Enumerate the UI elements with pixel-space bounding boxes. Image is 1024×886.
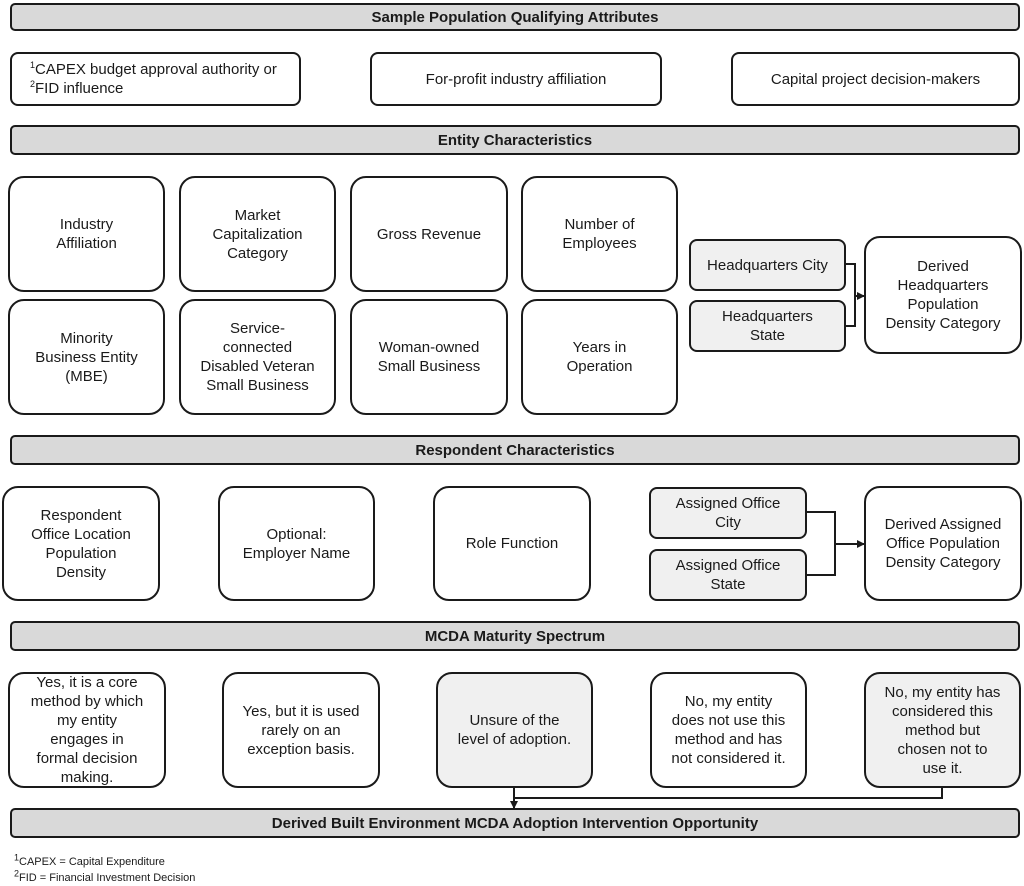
mbe-label: Minority Business Entity (MBE) bbox=[35, 329, 138, 385]
gross-revenue-label: Gross Revenue bbox=[376, 225, 482, 243]
hq-state-label: Headquarters State bbox=[722, 308, 813, 344]
maturity-unsure-label: Unsure of the level of adoption. bbox=[457, 712, 572, 748]
maturity-core-label: Yes, it is a core method by which my ent… bbox=[30, 674, 144, 786]
office-city-label: Assigned Office City bbox=[675, 495, 781, 531]
section-qualifying-attributes: Sample Population Qualifying Attributes bbox=[10, 3, 1020, 31]
employer-name-label: Optional: Employer Name bbox=[242, 525, 351, 562]
years-operation-box: Years in Operation bbox=[521, 299, 678, 415]
employer-name-box: Optional: Employer Name bbox=[218, 486, 375, 601]
section-derived-outcome: Derived Built Environment MCDA Adoption … bbox=[10, 808, 1020, 838]
gross-revenue-box: Gross Revenue bbox=[350, 176, 508, 292]
hq-state-connector bbox=[846, 296, 856, 327]
hq-city-connector bbox=[846, 263, 856, 296]
maturity-chosen-not-box: No, my entity has considered this method… bbox=[864, 672, 1021, 788]
market-cap-label: Market Capitalization Category bbox=[212, 206, 303, 262]
fid-line: FID influence bbox=[35, 80, 124, 97]
employees-box: Number of Employees bbox=[521, 176, 678, 292]
maturity-core-box: Yes, it is a core method by which my ent… bbox=[8, 672, 166, 788]
hq-density-box: Derived Headquarters Population Density … bbox=[864, 236, 1022, 354]
sdvosb-label: Service- connected Disabled Veteran Smal… bbox=[200, 320, 315, 394]
office-city-connector bbox=[807, 511, 836, 544]
hq-city-box: Headquarters City bbox=[689, 239, 846, 291]
footnote-2-text: FID = Financial Investment Decision bbox=[19, 872, 196, 884]
role-function-box: Role Function bbox=[433, 486, 591, 601]
footnote-marker-1: 1 bbox=[30, 60, 36, 70]
industry-affiliation-label: Industry Affiliation bbox=[56, 216, 117, 252]
hq-density-label: Derived Headquarters Population Density … bbox=[885, 258, 1001, 332]
hq-city-label: Headquarters City bbox=[707, 256, 828, 274]
maturity-unsure-box: Unsure of the level of adoption. bbox=[436, 672, 593, 788]
maturity-not-considered-label: No, my entity does not use this method a… bbox=[671, 693, 786, 767]
woman-owned-box: Woman-owned Small Business bbox=[350, 299, 508, 415]
hq-state-box: Headquarters State bbox=[689, 300, 846, 352]
footnote-fid: 2FID = Financial Investment Decision bbox=[14, 869, 196, 884]
decision-makers-label: Capital project decision-makers bbox=[770, 70, 981, 88]
footnote-capex: 1CAPEX = Capital Expenditure bbox=[14, 853, 165, 868]
section-entity-characteristics: Entity Characteristics bbox=[10, 125, 1020, 155]
footnote-1-text: CAPEX = Capital Expenditure bbox=[19, 856, 165, 868]
footnote-2-marker: 2 bbox=[14, 868, 20, 879]
section-mcda-maturity: MCDA Maturity Spectrum bbox=[10, 621, 1020, 651]
office-city-box: Assigned Office City bbox=[649, 487, 807, 539]
maturity-chosen-not-label: No, my entity has considered this method… bbox=[884, 683, 1001, 777]
employees-label: Number of Employees bbox=[562, 216, 637, 252]
maturity-connector bbox=[514, 788, 943, 799]
market-cap-box: Market Capitalization Category bbox=[179, 176, 336, 292]
capex-fid-text: 1CAPEX budget approval authority or 2FID… bbox=[30, 60, 277, 98]
office-state-connector bbox=[807, 544, 836, 576]
for-profit-box: For-profit industry affiliation bbox=[370, 52, 662, 106]
office-state-label: Assigned Office State bbox=[675, 557, 781, 593]
office-derived-label: Derived Assigned Office Population Densi… bbox=[884, 516, 1002, 571]
mbe-box: Minority Business Entity (MBE) bbox=[8, 299, 165, 415]
office-density-label: Respondent Office Location Population De… bbox=[31, 506, 131, 581]
office-derived-box: Derived Assigned Office Population Densi… bbox=[864, 486, 1022, 601]
woman-owned-label: Woman-owned Small Business bbox=[377, 339, 481, 375]
capex-fid-box: 1CAPEX budget approval authority or 2FID… bbox=[10, 52, 301, 106]
years-operation-label: Years in Operation bbox=[566, 339, 633, 375]
role-function-label: Role Function bbox=[465, 535, 559, 552]
maturity-not-considered-box: No, my entity does not use this method a… bbox=[650, 672, 807, 788]
office-density-box: Respondent Office Location Population De… bbox=[2, 486, 160, 601]
for-profit-label: For-profit industry affiliation bbox=[425, 70, 607, 88]
industry-affiliation-box: Industry Affiliation bbox=[8, 176, 165, 292]
maturity-rare-box: Yes, but it is used rarely on an excepti… bbox=[222, 672, 380, 788]
footnote-1-marker: 1 bbox=[14, 852, 20, 863]
capex-line: CAPEX budget approval authority or bbox=[35, 61, 277, 78]
decision-makers-box: Capital project decision-makers bbox=[731, 52, 1020, 106]
section-respondent-characteristics: Respondent Characteristics bbox=[10, 435, 1020, 465]
office-state-box: Assigned Office State bbox=[649, 549, 807, 601]
maturity-rare-label: Yes, but it is used rarely on an excepti… bbox=[242, 702, 360, 758]
footnote-marker-2: 2 bbox=[30, 79, 36, 89]
sdvosb-box: Service- connected Disabled Veteran Smal… bbox=[179, 299, 336, 415]
